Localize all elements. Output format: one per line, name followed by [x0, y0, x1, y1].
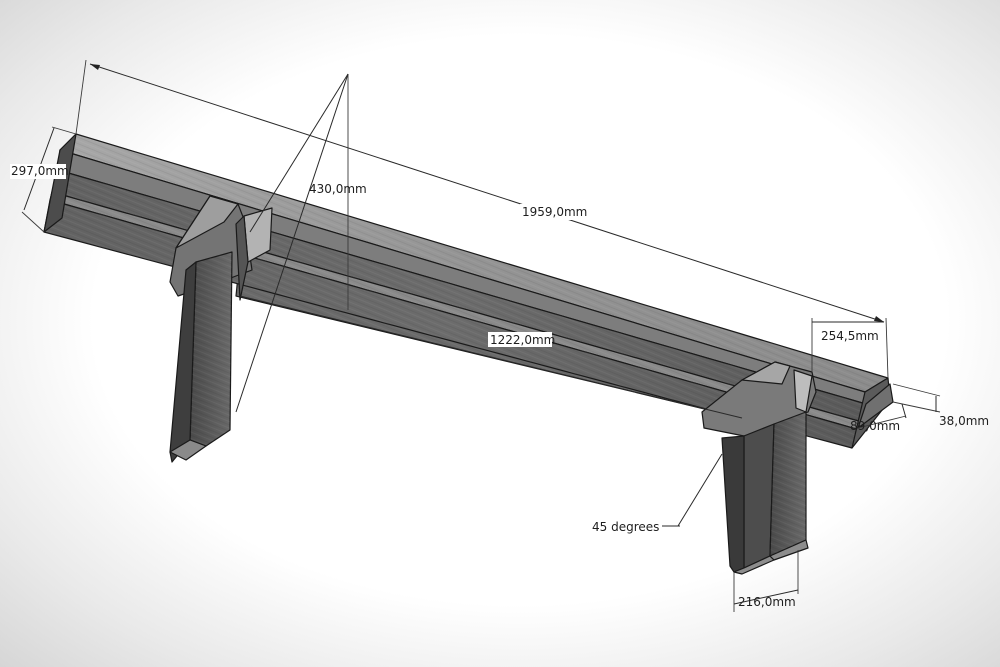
inner-length-label: 1222,0mm [490, 333, 555, 347]
seat-depth-label: 297,0mm [11, 164, 69, 178]
dimension-labels: 1959,0mm 297,0mm 430,0mm 1222,0mm 254,5m… [10, 164, 989, 609]
overhang-label: 254,5mm [821, 329, 879, 343]
left-leg [169, 195, 273, 463]
brace-angle-label: 45 degrees [592, 520, 659, 534]
leg-width-label: 216,0mm [738, 595, 796, 609]
board-width-label: 89,0mm [850, 419, 900, 433]
height-label: 430,0mm [309, 182, 367, 196]
dimension-annotations [21, 59, 941, 612]
board-thickness-label: 38,0mm [939, 414, 989, 428]
right-leg [701, 361, 817, 575]
total-length-label: 1959,0mm [522, 205, 587, 219]
